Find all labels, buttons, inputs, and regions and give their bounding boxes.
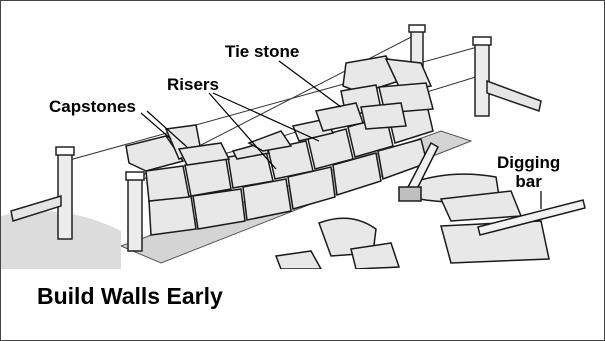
label-digging-bar-line2: bar bbox=[497, 172, 560, 191]
stake-front bbox=[126, 172, 144, 251]
label-digging-bar: Digging bar bbox=[497, 153, 560, 191]
label-risers: Risers bbox=[167, 76, 219, 94]
leader-risers-2 bbox=[213, 93, 319, 141]
stone-wall-illustration bbox=[1, 1, 604, 269]
label-tie-stone: Tie stone bbox=[225, 43, 299, 61]
label-digging-bar-line1: Digging bbox=[497, 153, 560, 172]
stake-back-right bbox=[473, 37, 541, 116]
caption-title: Build Walls Early bbox=[37, 283, 223, 310]
leader-capstones-1 bbox=[141, 113, 171, 139]
label-capstones: Capstones bbox=[49, 98, 136, 116]
